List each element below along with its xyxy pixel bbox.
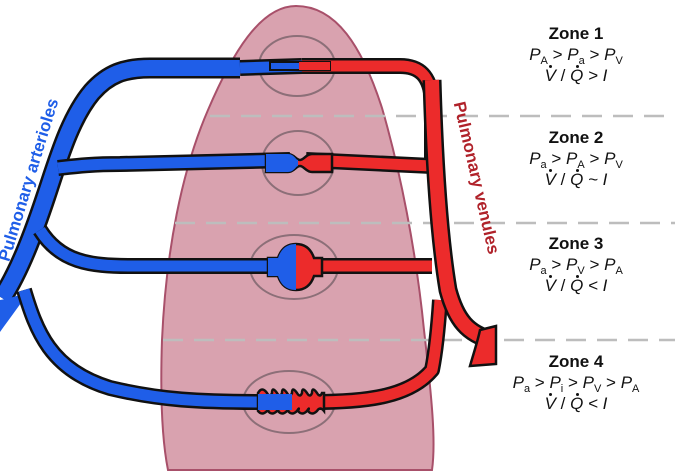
ratio-relation: ~ I bbox=[583, 170, 608, 189]
pressure-relation: Pa > PV > PA bbox=[478, 254, 674, 277]
zone-title: Zone 1 bbox=[548, 24, 604, 43]
pressure-subscript: a bbox=[540, 265, 547, 277]
pressure-operator: > bbox=[546, 255, 567, 274]
pressure-subscript: a bbox=[540, 159, 547, 171]
ventilation-symbol: V bbox=[544, 393, 556, 413]
pressure-operator: > bbox=[563, 373, 583, 392]
pressure-symbol: P bbox=[566, 255, 578, 274]
pressure-operator: > bbox=[584, 255, 605, 274]
pressure-relation: PA > Pa > PV bbox=[478, 44, 674, 67]
perfusion-symbol: Q bbox=[570, 393, 584, 413]
pressure-operator: > bbox=[546, 149, 567, 168]
zone-title: Zone 4 bbox=[548, 352, 604, 371]
pressure-operator: > bbox=[601, 373, 621, 392]
capillary-zone-2-arterial bbox=[266, 154, 298, 172]
ratio-slash: / bbox=[555, 170, 571, 189]
ventilation-perfusion-ratio: V / Q < I bbox=[478, 275, 674, 296]
pressure-relation: Pa > PA > PV bbox=[478, 148, 674, 171]
ratio-slash: / bbox=[555, 276, 571, 295]
pressure-subscript: V bbox=[615, 55, 623, 67]
ratio-relation: < I bbox=[583, 276, 608, 295]
pressure-subscript: A bbox=[577, 159, 585, 171]
pressure-subscript: V bbox=[593, 383, 602, 395]
ventilation-symbol: V bbox=[544, 65, 556, 85]
pressure-subscript: i bbox=[560, 383, 564, 395]
zone-title: Zone 3 bbox=[548, 234, 604, 253]
pressure-symbol: P bbox=[620, 373, 633, 392]
pressure-symbol: P bbox=[529, 45, 541, 64]
lung-silhouette bbox=[160, 4, 435, 471]
vessel-tubes bbox=[0, 57, 498, 410]
arteriole-branch-zone-3 bbox=[35, 226, 282, 272]
pressure-subscript: a bbox=[523, 383, 531, 395]
pressure-symbol: P bbox=[566, 149, 578, 168]
arteriole-main bbox=[0, 60, 240, 303]
pressure-subscript: a bbox=[578, 55, 585, 67]
capillaries bbox=[256, 61, 334, 415]
capillary-zone-1-venous bbox=[299, 62, 330, 70]
ventilation-perfusion-ratio: V / Q ~ I bbox=[478, 169, 674, 190]
perfusion-symbol: Q bbox=[570, 169, 584, 189]
pressure-symbol: P bbox=[549, 373, 561, 392]
pressure-symbol: P bbox=[567, 45, 579, 64]
pressure-symbol: P bbox=[512, 373, 524, 392]
venule-main bbox=[425, 79, 494, 347]
arteriole-branch-zone-4 bbox=[18, 288, 263, 408]
pressure-symbol: P bbox=[529, 255, 541, 274]
perfusion-symbol: Q bbox=[570, 65, 584, 85]
zone-title: Zone 2 bbox=[548, 128, 604, 147]
pressure-relation: Pa > Pi > PV > PA bbox=[478, 372, 674, 395]
ratio-slash: / bbox=[555, 66, 571, 85]
pressure-subscript: A bbox=[540, 55, 548, 67]
pressure-operator: > bbox=[530, 373, 550, 392]
capillary-zone-3-arterial bbox=[268, 244, 296, 290]
pressure-subscript: A bbox=[615, 265, 623, 277]
ratio-relation: > I bbox=[583, 66, 608, 85]
pressure-operator: > bbox=[547, 45, 568, 64]
ventilation-symbol: V bbox=[544, 169, 556, 189]
venule-trunk-base bbox=[468, 324, 498, 368]
arteriole-branch-zone-2 bbox=[57, 154, 291, 174]
pressure-symbol: P bbox=[582, 373, 594, 392]
pressure-operator: > bbox=[584, 149, 605, 168]
pressure-symbol: P bbox=[529, 149, 541, 168]
pressure-subscript: V bbox=[615, 159, 623, 171]
ratio-relation: < I bbox=[583, 394, 608, 413]
pressure-symbol: P bbox=[604, 45, 616, 64]
pressure-symbol: P bbox=[604, 149, 616, 168]
perfusion-symbol: Q bbox=[570, 275, 584, 295]
ratio-slash: / bbox=[555, 394, 571, 413]
ventilation-symbol: V bbox=[544, 275, 556, 295]
pressure-symbol: P bbox=[604, 255, 616, 274]
pressure-subscript: V bbox=[577, 265, 585, 277]
pressure-operator: > bbox=[584, 45, 605, 64]
ventilation-perfusion-ratio: V / Q > I bbox=[478, 65, 674, 86]
capillary-zone-4-arterial bbox=[258, 394, 292, 410]
ventilation-perfusion-ratio: V / Q < I bbox=[478, 393, 674, 414]
venule-branch-zone-4 bbox=[311, 299, 446, 408]
pressure-subscript: A bbox=[632, 383, 640, 395]
